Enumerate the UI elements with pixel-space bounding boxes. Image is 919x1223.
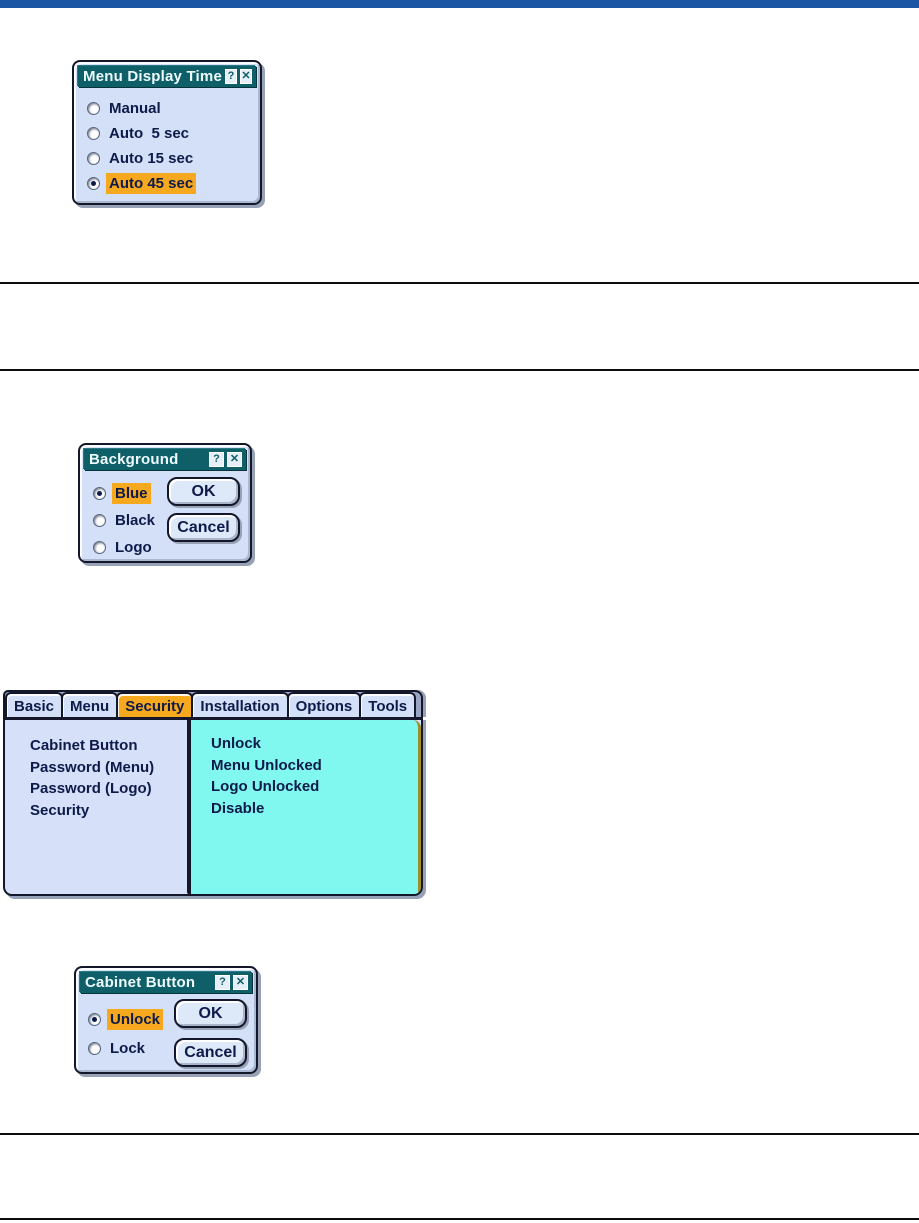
tab-menu[interactable]: Menu [61, 692, 119, 717]
radio-button-selected[interactable] [93, 487, 106, 500]
menu-item-cabinet-button[interactable]: Cabinet Button [30, 737, 138, 754]
menu-item-security[interactable]: Security [30, 801, 90, 819]
background-dialog: Background ? ✕ Blue Black Logo O [78, 443, 252, 563]
tab-security[interactable]: Security [116, 692, 194, 717]
value-password-logo: Logo Unlocked [211, 778, 320, 795]
tab-label: Tools [368, 697, 408, 715]
menu-display-time-dialog: Menu Display Time ? ✕ Manual Auto 5 sec … [72, 60, 262, 205]
radio-button[interactable] [93, 541, 106, 554]
help-icon[interactable]: ? [225, 69, 237, 84]
tab-installation[interactable]: Installation [191, 692, 289, 717]
option-label-highlighted: Auto 45 sec [107, 174, 196, 193]
radio-button[interactable] [93, 514, 106, 527]
option-black[interactable]: Black [93, 507, 167, 534]
ok-button[interactable]: OK [174, 999, 247, 1028]
menu-item-password-menu[interactable]: Password (Menu) [30, 758, 155, 776]
tab-label: Menu [70, 697, 110, 715]
value-password-menu: Menu Unlocked [211, 756, 322, 774]
dialog-titlebar: Cabinet Button ? ✕ [80, 972, 252, 993]
close-icon[interactable]: ✕ [227, 452, 242, 467]
option-label: Manual [109, 100, 161, 117]
tab-basic[interactable]: Basic [5, 692, 64, 717]
cancel-button[interactable]: Cancel [167, 513, 240, 542]
option-label: Logo [115, 539, 152, 556]
value-security: Disable [211, 799, 265, 817]
option-manual[interactable]: Manual [87, 96, 195, 121]
radio-button[interactable] [88, 1042, 101, 1055]
menu-item-password-logo[interactable]: Password (Logo) [30, 780, 152, 797]
option-lock[interactable]: Lock [88, 1034, 174, 1063]
option-label: Black [115, 512, 156, 529]
option-label: Auto 5 sec [109, 125, 190, 142]
option-label: Auto 15 sec [109, 150, 194, 167]
option-label: Lock [110, 1040, 146, 1057]
option-auto-15-sec[interactable]: Auto 15 sec [87, 146, 195, 171]
security-values-pane: Unlock Menu Unlocked Logo Unlocked Disab… [187, 720, 421, 894]
dialog-title: Cabinet Button [85, 974, 196, 991]
tab-label: Basic [14, 697, 55, 715]
option-unlock[interactable]: Unlock [88, 1005, 174, 1034]
option-blue[interactable]: Blue [93, 480, 167, 507]
tab-label: Installation [200, 697, 280, 715]
horizontal-rule [0, 1133, 919, 1135]
cancel-button[interactable]: Cancel [174, 1038, 247, 1067]
tab-options[interactable]: Options [286, 692, 362, 717]
radio-button-selected[interactable] [88, 1013, 101, 1026]
security-tab-panel: Cabinet Button Password (Menu) Password … [3, 717, 423, 896]
horizontal-rule [0, 369, 919, 371]
dialog-titlebar: Menu Display Time ? ✕ [78, 66, 256, 87]
help-icon[interactable]: ? [209, 452, 224, 467]
dialog-title: Menu Display Time [83, 68, 222, 85]
horizontal-rule [0, 282, 919, 284]
option-logo[interactable]: Logo [93, 534, 167, 561]
option-label-highlighted: Unlock [108, 1010, 163, 1029]
help-icon[interactable]: ? [215, 975, 230, 990]
close-icon[interactable]: ✕ [233, 975, 248, 990]
option-auto-45-sec[interactable]: Auto 45 sec [87, 171, 196, 196]
radio-button[interactable] [87, 152, 100, 165]
tab-tools[interactable]: Tools [359, 692, 417, 717]
radio-button[interactable] [87, 102, 100, 115]
dialog-title: Background [89, 451, 179, 468]
settings-tab-bar: Basic Menu Security Installation Options… [3, 690, 423, 717]
option-label-highlighted: Blue [113, 484, 150, 503]
tab-label: Options [295, 697, 353, 715]
ok-button[interactable]: OK [167, 477, 240, 506]
dialog-titlebar: Background ? ✕ [84, 449, 246, 470]
value-cabinet-button: Unlock [211, 735, 262, 752]
horizontal-rule [0, 1218, 919, 1220]
security-settings-list: Cabinet Button Password (Menu) Password … [5, 720, 187, 894]
radio-button[interactable] [87, 127, 100, 140]
close-icon[interactable]: ✕ [240, 69, 252, 84]
radio-button-selected[interactable] [87, 177, 100, 190]
cabinet-button-dialog: Cabinet Button ? ✕ Unlock Lock OK Cancel [74, 966, 258, 1074]
option-auto-5-sec[interactable]: Auto 5 sec [87, 121, 195, 146]
tab-label: Security [125, 697, 185, 715]
page-top-accent-bar [0, 0, 919, 8]
